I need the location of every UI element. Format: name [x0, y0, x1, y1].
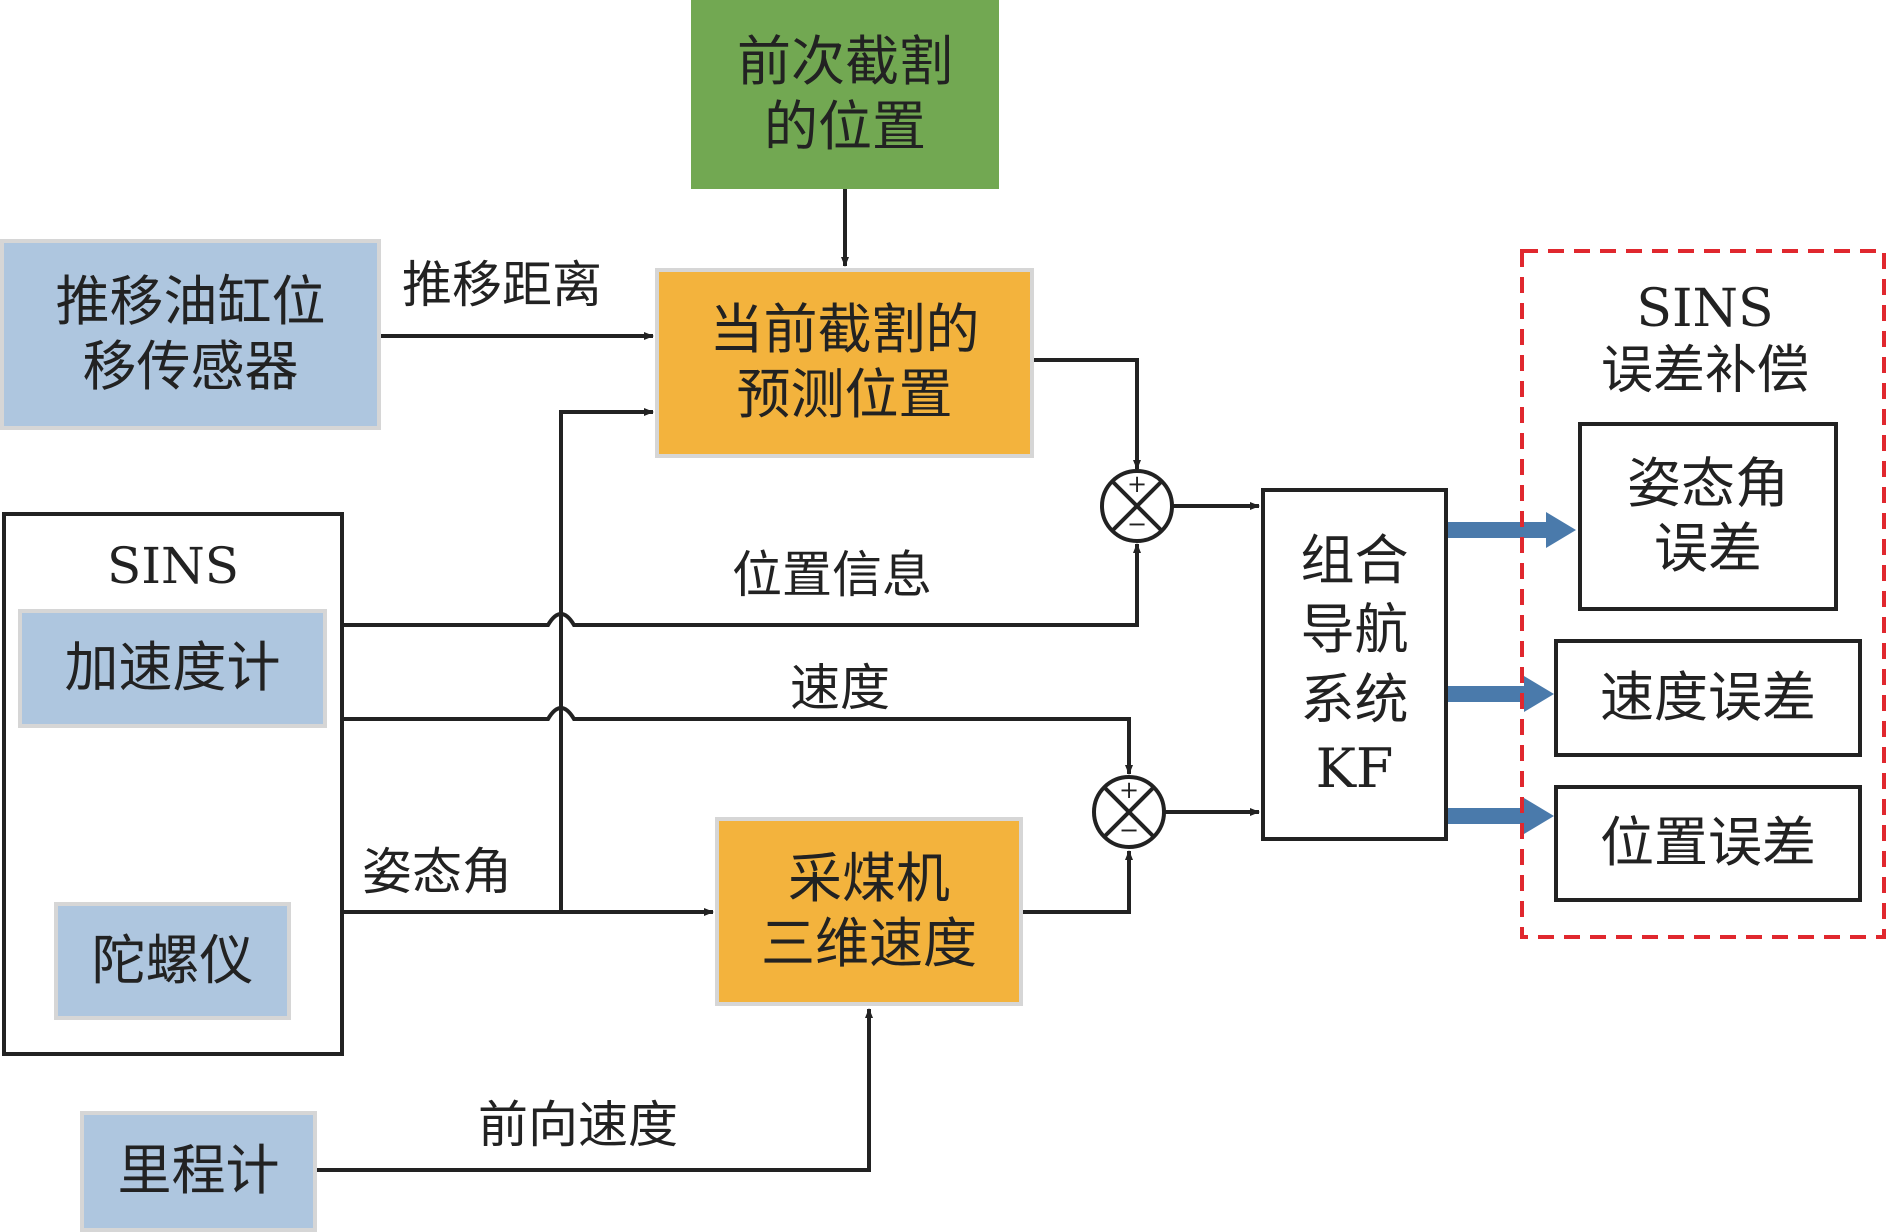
- position-error-node: 位置误差: [1554, 785, 1862, 902]
- junction2-plus: +: [1119, 776, 1140, 804]
- edge-attitude-to-predicted: [559, 408, 654, 912]
- summing-junction-2: [1092, 775, 1166, 849]
- summing-junction-1: [1100, 469, 1174, 543]
- label-forward-velocity: 前向速度: [478, 1096, 678, 1154]
- compensation-title: SINS 误差补偿: [1600, 278, 1809, 401]
- velocity-error-node: 速度误差: [1554, 639, 1862, 757]
- push-cylinder-sensor-node: 推移油缸位 移传感器: [0, 239, 381, 430]
- edge-shearer-to-sum2: [1023, 850, 1133, 914]
- label-position-info: 位置信息: [732, 546, 932, 604]
- label-velocity: 速度: [790, 659, 890, 717]
- predicted-current-cut-node: 当前截割的 预测位置: [655, 268, 1034, 458]
- output-arrow-position: [1448, 798, 1554, 834]
- edge-velocity: [344, 706, 1133, 775]
- junction1-plus: +: [1127, 470, 1148, 498]
- edge-predicted-to-sum1: [1034, 358, 1141, 470]
- gyroscope-node: 陀螺仪: [54, 902, 291, 1020]
- output-arrow-attitude: [1448, 512, 1576, 548]
- odometer-node: 里程计: [80, 1111, 317, 1232]
- edge-forward-velocity: [317, 1008, 873, 1172]
- edge-position-info: [344, 543, 1141, 627]
- junction1-minus: −: [1127, 510, 1148, 538]
- shearer-3d-velocity-node: 采煤机 三维速度: [715, 817, 1023, 1006]
- output-arrow-velocity: [1448, 676, 1554, 712]
- label-push-distance: 推移距离: [402, 256, 602, 314]
- junction2-minus: −: [1119, 816, 1140, 844]
- sins-title: SINS: [106, 537, 239, 595]
- error-compensation-region: [1520, 249, 1886, 939]
- output-arrows: [1448, 512, 1576, 834]
- accelerometer-node: 加速度计: [18, 609, 327, 728]
- integrated-nav-kf-node: 组合 导航 系统 KF: [1261, 488, 1448, 841]
- previous-cut-position-node: 前次截割 的位置: [691, 0, 999, 189]
- label-attitude-angle: 姿态角: [362, 843, 512, 901]
- attitude-error-node: 姿态角 误差: [1578, 422, 1838, 611]
